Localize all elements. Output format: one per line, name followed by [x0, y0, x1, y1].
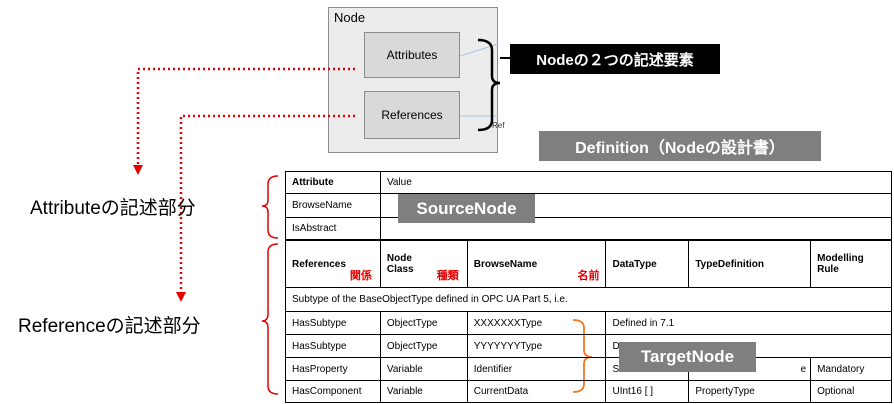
- table-row: HasSubtype ObjectType XXXXXXXType Define…: [285, 311, 892, 335]
- modelling-rule-line2: Rule: [817, 264, 839, 275]
- table-row: Attribute Value: [285, 171, 893, 194]
- attr-cell: IsAbstract: [285, 217, 381, 240]
- attributes-box: Attributes: [364, 32, 460, 78]
- references-box: References: [364, 91, 460, 139]
- ref-cell: Variable: [379, 380, 468, 403]
- ref-cell: HasProperty: [285, 357, 381, 381]
- subtype-description: Subtype of the BaseObjectType defined in…: [285, 287, 892, 312]
- modelling-rule-header: Modelling Rule: [810, 240, 892, 288]
- definition-label: Definition（Nodeの設計書）: [539, 131, 821, 161]
- ref-cell: Defined in 7.1: [605, 311, 892, 335]
- node-class-header-line1: Node: [386, 253, 412, 264]
- value-header: Value: [379, 171, 893, 194]
- node-class-jp-label: 種類: [436, 270, 459, 282]
- ref-cell: Variable: [379, 357, 468, 381]
- node-class-header: Node Class 種類: [379, 240, 468, 288]
- ref-cell: CurrentData: [466, 380, 607, 403]
- ref-cell: ObjectType: [379, 311, 468, 335]
- reference-arrowhead: [176, 292, 186, 302]
- modelling-rule-line1: Modelling: [817, 253, 864, 264]
- reference-brace: [261, 243, 279, 395]
- reference-section-label: Referenceの記述部分: [18, 316, 201, 337]
- ref-cell: HasComponent: [285, 380, 381, 403]
- references-header-text: References: [292, 258, 346, 270]
- ref-cell: YYYYYYYType: [466, 334, 607, 358]
- node-title: Node: [334, 10, 366, 25]
- source-node-label: SourceNode: [398, 194, 535, 223]
- node-class-header-line2: Class: [386, 264, 414, 275]
- ref-cell: Optional: [810, 380, 892, 403]
- target-node-label: TargetNode: [619, 342, 756, 372]
- reference-table: References 関係 Node Class 種類 BrowseName 名…: [285, 240, 892, 403]
- references-header: References 関係: [285, 240, 381, 288]
- ref-fragment: Ref: [492, 121, 505, 130]
- attribute-table: Attribute Value BrowseName IsAbstract: [285, 171, 893, 240]
- ref-cell: HasSubtype: [285, 334, 381, 358]
- attribute-arrowhead: [133, 165, 143, 175]
- table-row: Subtype of the BaseObjectType defined in…: [285, 287, 892, 312]
- ref-cell: ObjectType: [379, 334, 468, 358]
- ref-cell: Mandatory: [810, 357, 892, 381]
- ref-cell: XXXXXXXType: [466, 311, 607, 335]
- ref-cell: PropertyType: [688, 380, 812, 403]
- node-elements-callout: Nodeの２つの記述要素: [510, 44, 720, 74]
- attribute-section-label: Attributeの記述部分: [30, 198, 196, 219]
- references-jp-label: 関係: [349, 270, 372, 282]
- table-row: HasSubtype ObjectType YYYYYYYType D: [285, 334, 892, 358]
- browse-name-jp-label: 名前: [577, 270, 600, 282]
- table-row: HasProperty Variable Identifier S e Mand…: [285, 357, 892, 381]
- data-type-header: DataType: [605, 240, 690, 288]
- ref-cell: Identifier: [466, 357, 607, 381]
- ref-cell: UInt16 [ ]: [605, 380, 690, 403]
- attribute-brace: [261, 175, 279, 239]
- browse-name-header-text: BrowseName: [473, 258, 538, 270]
- attr-cell: BrowseName: [285, 193, 381, 218]
- attribute-header: Attribute: [285, 171, 381, 194]
- table-header-row: References 関係 Node Class 種類 BrowseName 名…: [285, 240, 892, 288]
- ref-cell: HasSubtype: [285, 311, 381, 335]
- type-definition-header: TypeDefinition: [688, 240, 812, 288]
- attribute-arrow: [136, 67, 355, 167]
- table-row: HasComponent Variable CurrentData UInt16…: [285, 380, 892, 403]
- node-brace: [477, 38, 501, 132]
- table-row: IsAbstract: [285, 217, 893, 240]
- browse-name-header: BrowseName 名前: [466, 240, 607, 288]
- table-row: BrowseName: [285, 193, 893, 218]
